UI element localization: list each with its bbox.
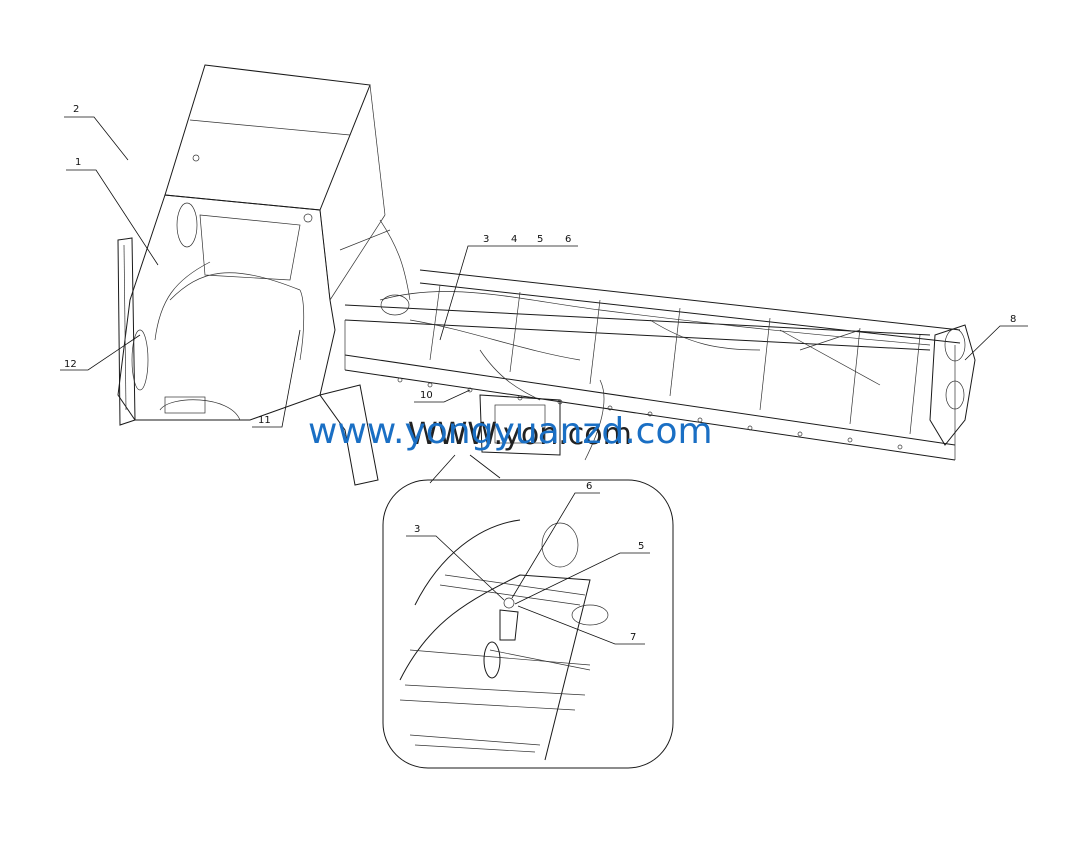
- detail-callout-5: 5: [638, 541, 644, 552]
- watermark-text: www.yongyuanzd.com: [308, 411, 713, 452]
- callout-4: 4: [511, 234, 517, 245]
- detail-callout-6: 6: [586, 481, 592, 492]
- detail-view: 3 6 5 7: [382, 454, 674, 769]
- callout-10: 10: [420, 390, 433, 401]
- callout-5: 5: [537, 234, 543, 245]
- callout-1: 1: [75, 157, 81, 168]
- main-callouts: 2 1 12 11 3 4 5 6 8 10: [60, 104, 1028, 428]
- callout-11: 11: [258, 415, 271, 426]
- detail-callout-3: 3: [414, 524, 420, 535]
- detail-callout-7: 7: [630, 632, 636, 643]
- callout-2: 2: [73, 104, 79, 115]
- callout-8: 8: [1010, 314, 1016, 325]
- chassis-frame-drawing: [344, 269, 976, 461]
- callout-6: 6: [565, 234, 571, 245]
- callout-12: 12: [64, 359, 77, 370]
- watermark-overlay-text: WWW.yon.com: [408, 417, 632, 452]
- watermark: WWW.yon.com www.yongyuanzd.com: [308, 411, 713, 452]
- cab-drawing: [117, 64, 411, 486]
- callout-3: 3: [483, 234, 489, 245]
